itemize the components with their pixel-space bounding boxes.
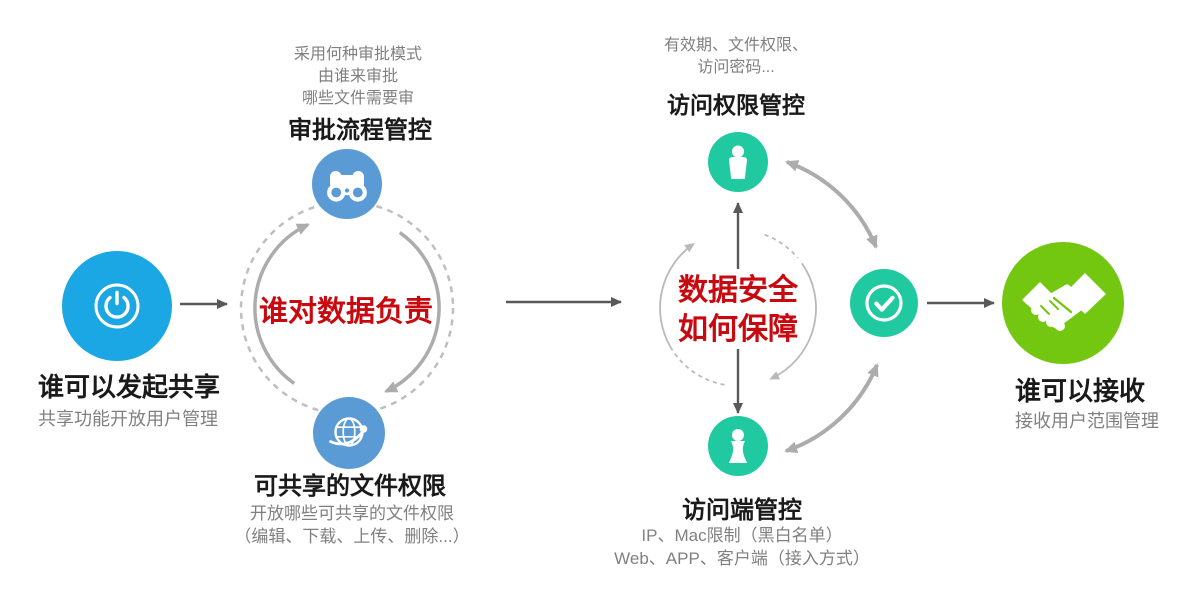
responsibility-label: 谁对数据负责 bbox=[258, 296, 433, 328]
binoculars-icon bbox=[327, 171, 367, 202]
initiator-node bbox=[62, 251, 172, 361]
access-endpoint-node bbox=[708, 416, 768, 476]
approval-note-line: 由谁来审批 bbox=[317, 68, 398, 85]
receiver-title: 谁可以接收 bbox=[1015, 376, 1146, 406]
share-permission-notes: 开放哪些可共享的文件权限 （编辑、下载、上传、删除...） bbox=[222, 502, 482, 548]
access-permission-notes: 有效期、文件权限、 访问密码... bbox=[616, 35, 856, 79]
initiator-title: 谁可以发起共享 bbox=[38, 372, 221, 402]
security-label-line: 如何保障 bbox=[678, 313, 798, 346]
approval-title: 审批流程管控 bbox=[288, 117, 432, 144]
access-endpoint-notes: IP、Mac限制（黑白名单） Web、APP、客户端（接入方式） bbox=[592, 524, 892, 570]
receiver-subtitle: 接收用户范围管理 bbox=[1015, 411, 1159, 431]
receiver-node bbox=[1002, 242, 1124, 364]
access-permission-note-line: 有效期、文件权限、 bbox=[663, 37, 808, 54]
security-label-line: 数据安全 bbox=[678, 274, 798, 307]
share-permission-node bbox=[313, 397, 385, 469]
security-label: 数据安全 如何保障 bbox=[618, 271, 858, 349]
access-permission-note-line: 访问密码... bbox=[697, 59, 775, 76]
approval-note-line: 采用何种审批模式 bbox=[293, 46, 422, 63]
access-permission-title: 访问权限管控 bbox=[667, 92, 805, 118]
initiator-subtitle: 共享功能开放用户管理 bbox=[38, 409, 218, 429]
check-icon bbox=[865, 284, 903, 322]
person-icon bbox=[729, 145, 747, 179]
share-permission-note-line: （编辑、下载、上传、删除...） bbox=[234, 527, 470, 546]
access-endpoint-note-line: Web、APP、客户端（接入方式） bbox=[614, 549, 870, 568]
share-permission-title: 可共享的文件权限 bbox=[254, 473, 446, 500]
double-arrow-top bbox=[785, 160, 878, 249]
security-arc-left bbox=[659, 242, 695, 348]
approval-note-line: 哪些文件需要审 bbox=[301, 90, 414, 107]
security-arc-dashed-top-right bbox=[764, 233, 799, 259]
share-permission-note-line: 开放哪些可共享的文件权限 bbox=[250, 504, 454, 523]
globe-icon bbox=[329, 417, 368, 447]
handshake-icon bbox=[1022, 273, 1106, 331]
access-endpoint-title: 访问端管控 bbox=[682, 497, 802, 524]
ring-arrow-up bbox=[253, 223, 310, 385]
power-icon bbox=[94, 283, 140, 329]
person-icon bbox=[728, 429, 748, 463]
access-endpoint-note-line: IP、Mac限制（黑白名单） bbox=[641, 526, 843, 545]
approval-node bbox=[312, 149, 382, 219]
verify-node bbox=[850, 269, 918, 337]
ring-arrow-down bbox=[384, 231, 441, 393]
approval-notes: 采用何种审批模式 由谁来审批 哪些文件需要审 bbox=[238, 44, 478, 110]
security-arc-dashed-bottom-left bbox=[669, 346, 725, 386]
access-permission-node bbox=[708, 132, 768, 192]
double-arrow-bottom bbox=[784, 363, 879, 454]
